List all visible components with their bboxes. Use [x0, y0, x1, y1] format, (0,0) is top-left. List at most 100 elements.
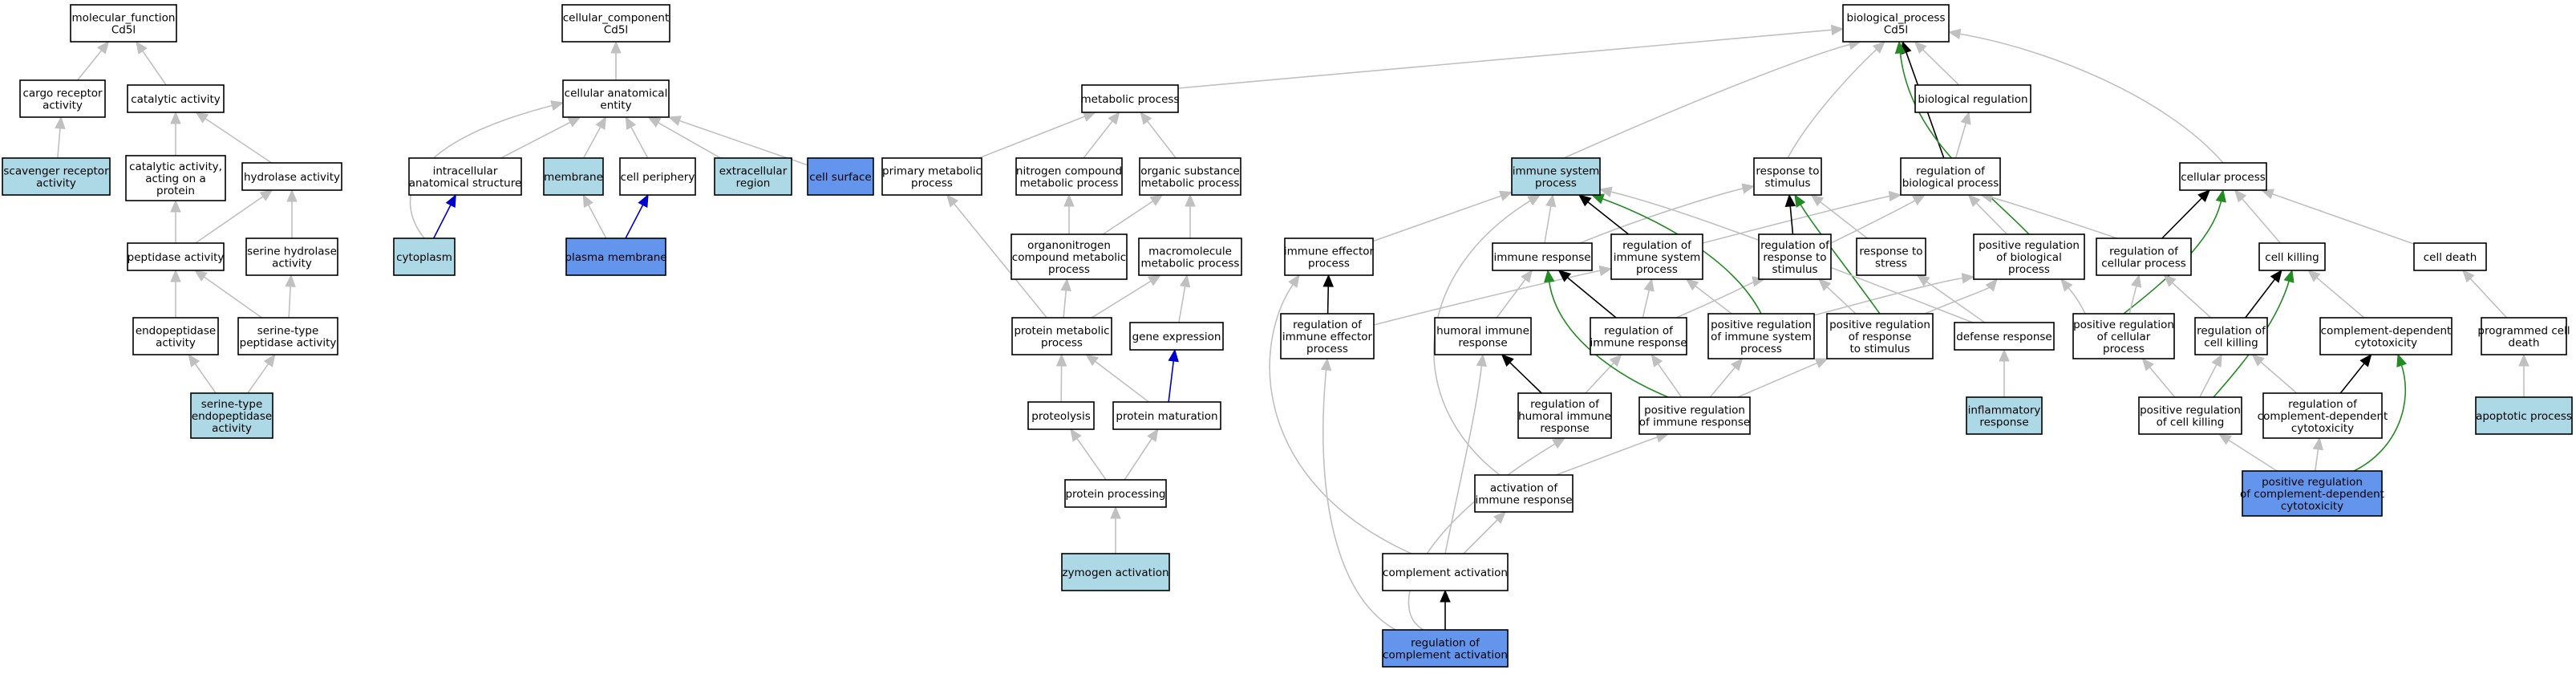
- node-label-line: primary metabolic: [882, 165, 982, 178]
- edge-cdeath-is_a-cellproc: [2260, 189, 2415, 245]
- node-geneexp: gene expression: [1129, 322, 1224, 351]
- node-box: [561, 4, 670, 43]
- node-label-line: peptidase activity: [240, 337, 337, 350]
- node-label-line: process: [1308, 258, 1350, 270]
- node-label-line: catalytic activity,: [129, 160, 222, 173]
- node-label-line: activity: [43, 99, 83, 112]
- edge-plasma-has_part-periph: [625, 193, 649, 239]
- edge-cargo-is_a-mf: [76, 41, 110, 81]
- node-label-line: regulation of: [2288, 398, 2358, 411]
- node-label-line: death: [2509, 337, 2540, 350]
- node-label-line: response to: [1859, 246, 1922, 258]
- node-label-line: macromolecule: [1148, 246, 1232, 258]
- node-box: [127, 242, 225, 271]
- node-box: [1081, 84, 1179, 113]
- node-label-line: serine hydrolase: [247, 246, 337, 258]
- edge-regcompact-part_of-compact: [1440, 589, 1451, 630]
- edge-inflam-is_a-defense: [1999, 348, 2010, 397]
- node-box: [2481, 317, 2567, 355]
- edge-iresp-is_a-iss: [1544, 193, 1557, 244]
- edge-regieff-is_a-regiss: [1373, 265, 1613, 326]
- edge-humoral-is_a-iresp: [1496, 269, 1533, 319]
- node-label-line: response: [1458, 337, 1507, 350]
- node-label-line: entity: [600, 99, 631, 112]
- node-label-line: Cd5l: [1884, 24, 1908, 37]
- edge-membrane-is_a-cae: [582, 116, 607, 159]
- node-cellproc: cellular process: [2179, 162, 2267, 191]
- node-box: [1061, 553, 1170, 591]
- edge-organo-is_a-org: [1102, 194, 1164, 235]
- node-box: [2194, 317, 2268, 355]
- edge-cellproc-is_a-bp: [1947, 28, 2224, 164]
- node-box: [1492, 242, 1593, 271]
- node-bioreg: biological regulation: [1914, 84, 2031, 113]
- node-box: [408, 157, 522, 196]
- node-label-line: metabolic process: [1081, 93, 1180, 106]
- node-label-line: regulation of: [2109, 246, 2179, 258]
- edge-protmat-has_part-geneexp: [1168, 348, 1179, 403]
- node-label-line: of immune system: [1711, 331, 1812, 343]
- node-label-line: regulation of: [1622, 239, 1692, 252]
- node-label-line: of biological: [1996, 251, 2062, 264]
- edge-prim-is_a-metab: [978, 112, 1096, 159]
- edge-endopep-is_a-peptidase: [170, 269, 181, 318]
- node-label-line: metabolic process: [1141, 177, 1240, 190]
- edge-extra-is_a-cae: [647, 116, 721, 159]
- node-label-line: immune response: [1475, 494, 1572, 507]
- node-label-line: process: [1048, 263, 1090, 276]
- node-label-line: membrane: [544, 171, 603, 184]
- edge-posregckill-is_a-regckill: [2199, 353, 2222, 398]
- node-label-line: protein: [156, 185, 195, 197]
- node-label-line: organic substance: [1140, 165, 1239, 178]
- node-box: [393, 238, 456, 276]
- edge-regieff-part_of-ieff: [1322, 274, 1334, 315]
- node-label-line: cell periphery: [621, 171, 695, 184]
- node-compact: complement activation: [1382, 553, 1509, 591]
- node-box: [2179, 162, 2267, 191]
- node-label-line: complement activation: [1383, 649, 1508, 662]
- node-metab: metabolic process: [1081, 84, 1180, 113]
- node-label-line: positive regulation: [1979, 239, 2080, 252]
- edge-posregrstim-is_a-regrstim: [1818, 278, 1857, 315]
- edge-org-is_a-metab: [1140, 111, 1177, 159]
- edge-posregiresp-is_a-posregiss: [1709, 358, 1744, 398]
- node-label-line: positive regulation: [2262, 476, 2363, 489]
- edge-catalytic-is_a-mf: [136, 40, 167, 86]
- node-label-line: catalytic activity: [131, 93, 221, 106]
- node-label-line: Cd5l: [111, 24, 136, 37]
- node-box: [132, 317, 219, 355]
- node-label-line: cell surface: [809, 171, 871, 184]
- node-label-line: activity: [212, 422, 252, 435]
- node-label-line: Cd5l: [604, 24, 628, 37]
- node-label-line: molecular_function: [72, 12, 176, 25]
- node-zymo: zymogen activation: [1061, 553, 1170, 591]
- node-label-line: cellular_component: [563, 12, 669, 25]
- node-box: [2138, 396, 2242, 435]
- node-label-line: process: [1041, 337, 1083, 350]
- node-box: [190, 392, 273, 439]
- node-box: [1011, 317, 1112, 355]
- node-label-line: positive regulation: [1711, 319, 1812, 331]
- node-label-line: proteolysis: [1031, 410, 1091, 423]
- edge-protmet-is_a-organo: [1060, 278, 1071, 319]
- node-label-line: regulation of: [1530, 398, 1600, 411]
- edge-protproc-is_a-protmat: [1124, 428, 1159, 481]
- node-label-line: programmed cell: [2477, 325, 2570, 338]
- edge-ser_pep-is_a-peptidase: [194, 270, 262, 319]
- node-box: [245, 238, 338, 276]
- node-box: [1511, 157, 1601, 196]
